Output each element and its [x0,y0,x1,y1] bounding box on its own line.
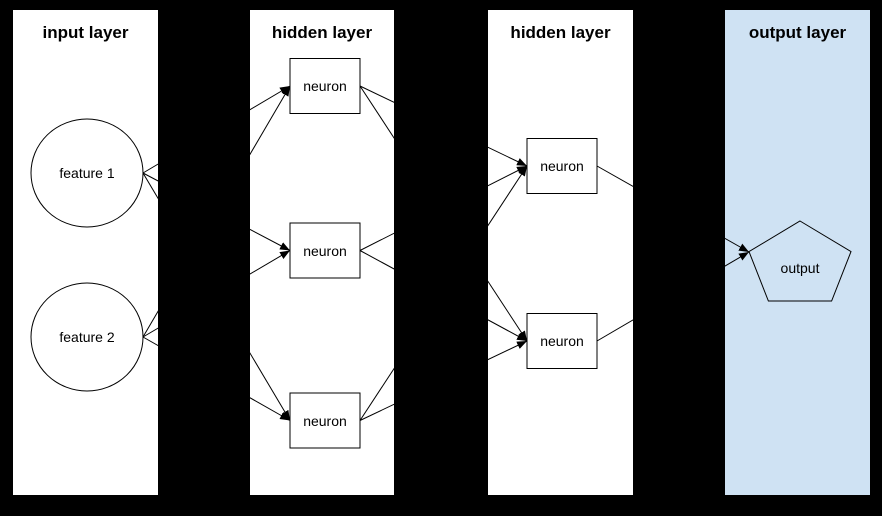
node-feature-1 [30,118,144,228]
h1-neuron-3-label: neuron [303,412,347,429]
edge-h1neuron3-h2neuron1 [359,165,528,421]
node-h2-neuron-2 [526,313,598,369]
edge-feature1-h1neuron3 [142,172,291,421]
node-h2-neuron-1 [526,138,598,194]
nodes [30,58,852,449]
h2-neuron-1-label: neuron [540,158,584,174]
node-h1-neuron-3 [289,392,361,449]
edge-h2neuron2-output [596,251,750,342]
edge-feature2-h1neuron3 [142,336,291,421]
panel-hidden-layer-2 [488,10,633,495]
node-output-pentagon [748,220,852,302]
edge-feature2-h1neuron2 [142,250,291,338]
input-layer-title: input layer [42,23,129,42]
hidden-layer-2-title: hidden layer [510,23,611,42]
edge-h1neuron1-h2neuron2 [359,85,528,342]
h1-neuron-2-label: neuron [303,242,347,259]
edge-h1neuron2-h2neuron1 [359,165,528,251]
edge-h2neuron1-output [596,165,750,253]
edge-h1neuron1-h2neuron1 [359,85,528,167]
node-h1-neuron-1 [289,58,361,114]
node-h1-neuron-2 [289,222,361,279]
hidden-layer-1-title: hidden layer [271,23,373,42]
h1-neuron-1-label: neuron [303,78,347,94]
feature-2-label: feature 2 [59,329,115,345]
edge-h1neuron2-h2neuron2 [359,250,528,342]
output-layer-title: output layer [748,23,847,42]
edge-h1neuron3-h2neuron2 [359,340,528,421]
panel-input-layer [13,10,158,495]
panel-output-layer [725,10,870,495]
edge-feature1-h1neuron1 [142,85,291,174]
edges [142,85,750,421]
edge-feature2-h1neuron1 [142,85,291,338]
output-label: output [780,260,820,276]
feature-1-label: feature 1 [59,165,115,181]
h2-neuron-2-label: neuron [540,333,584,349]
node-feature-2 [30,282,144,392]
